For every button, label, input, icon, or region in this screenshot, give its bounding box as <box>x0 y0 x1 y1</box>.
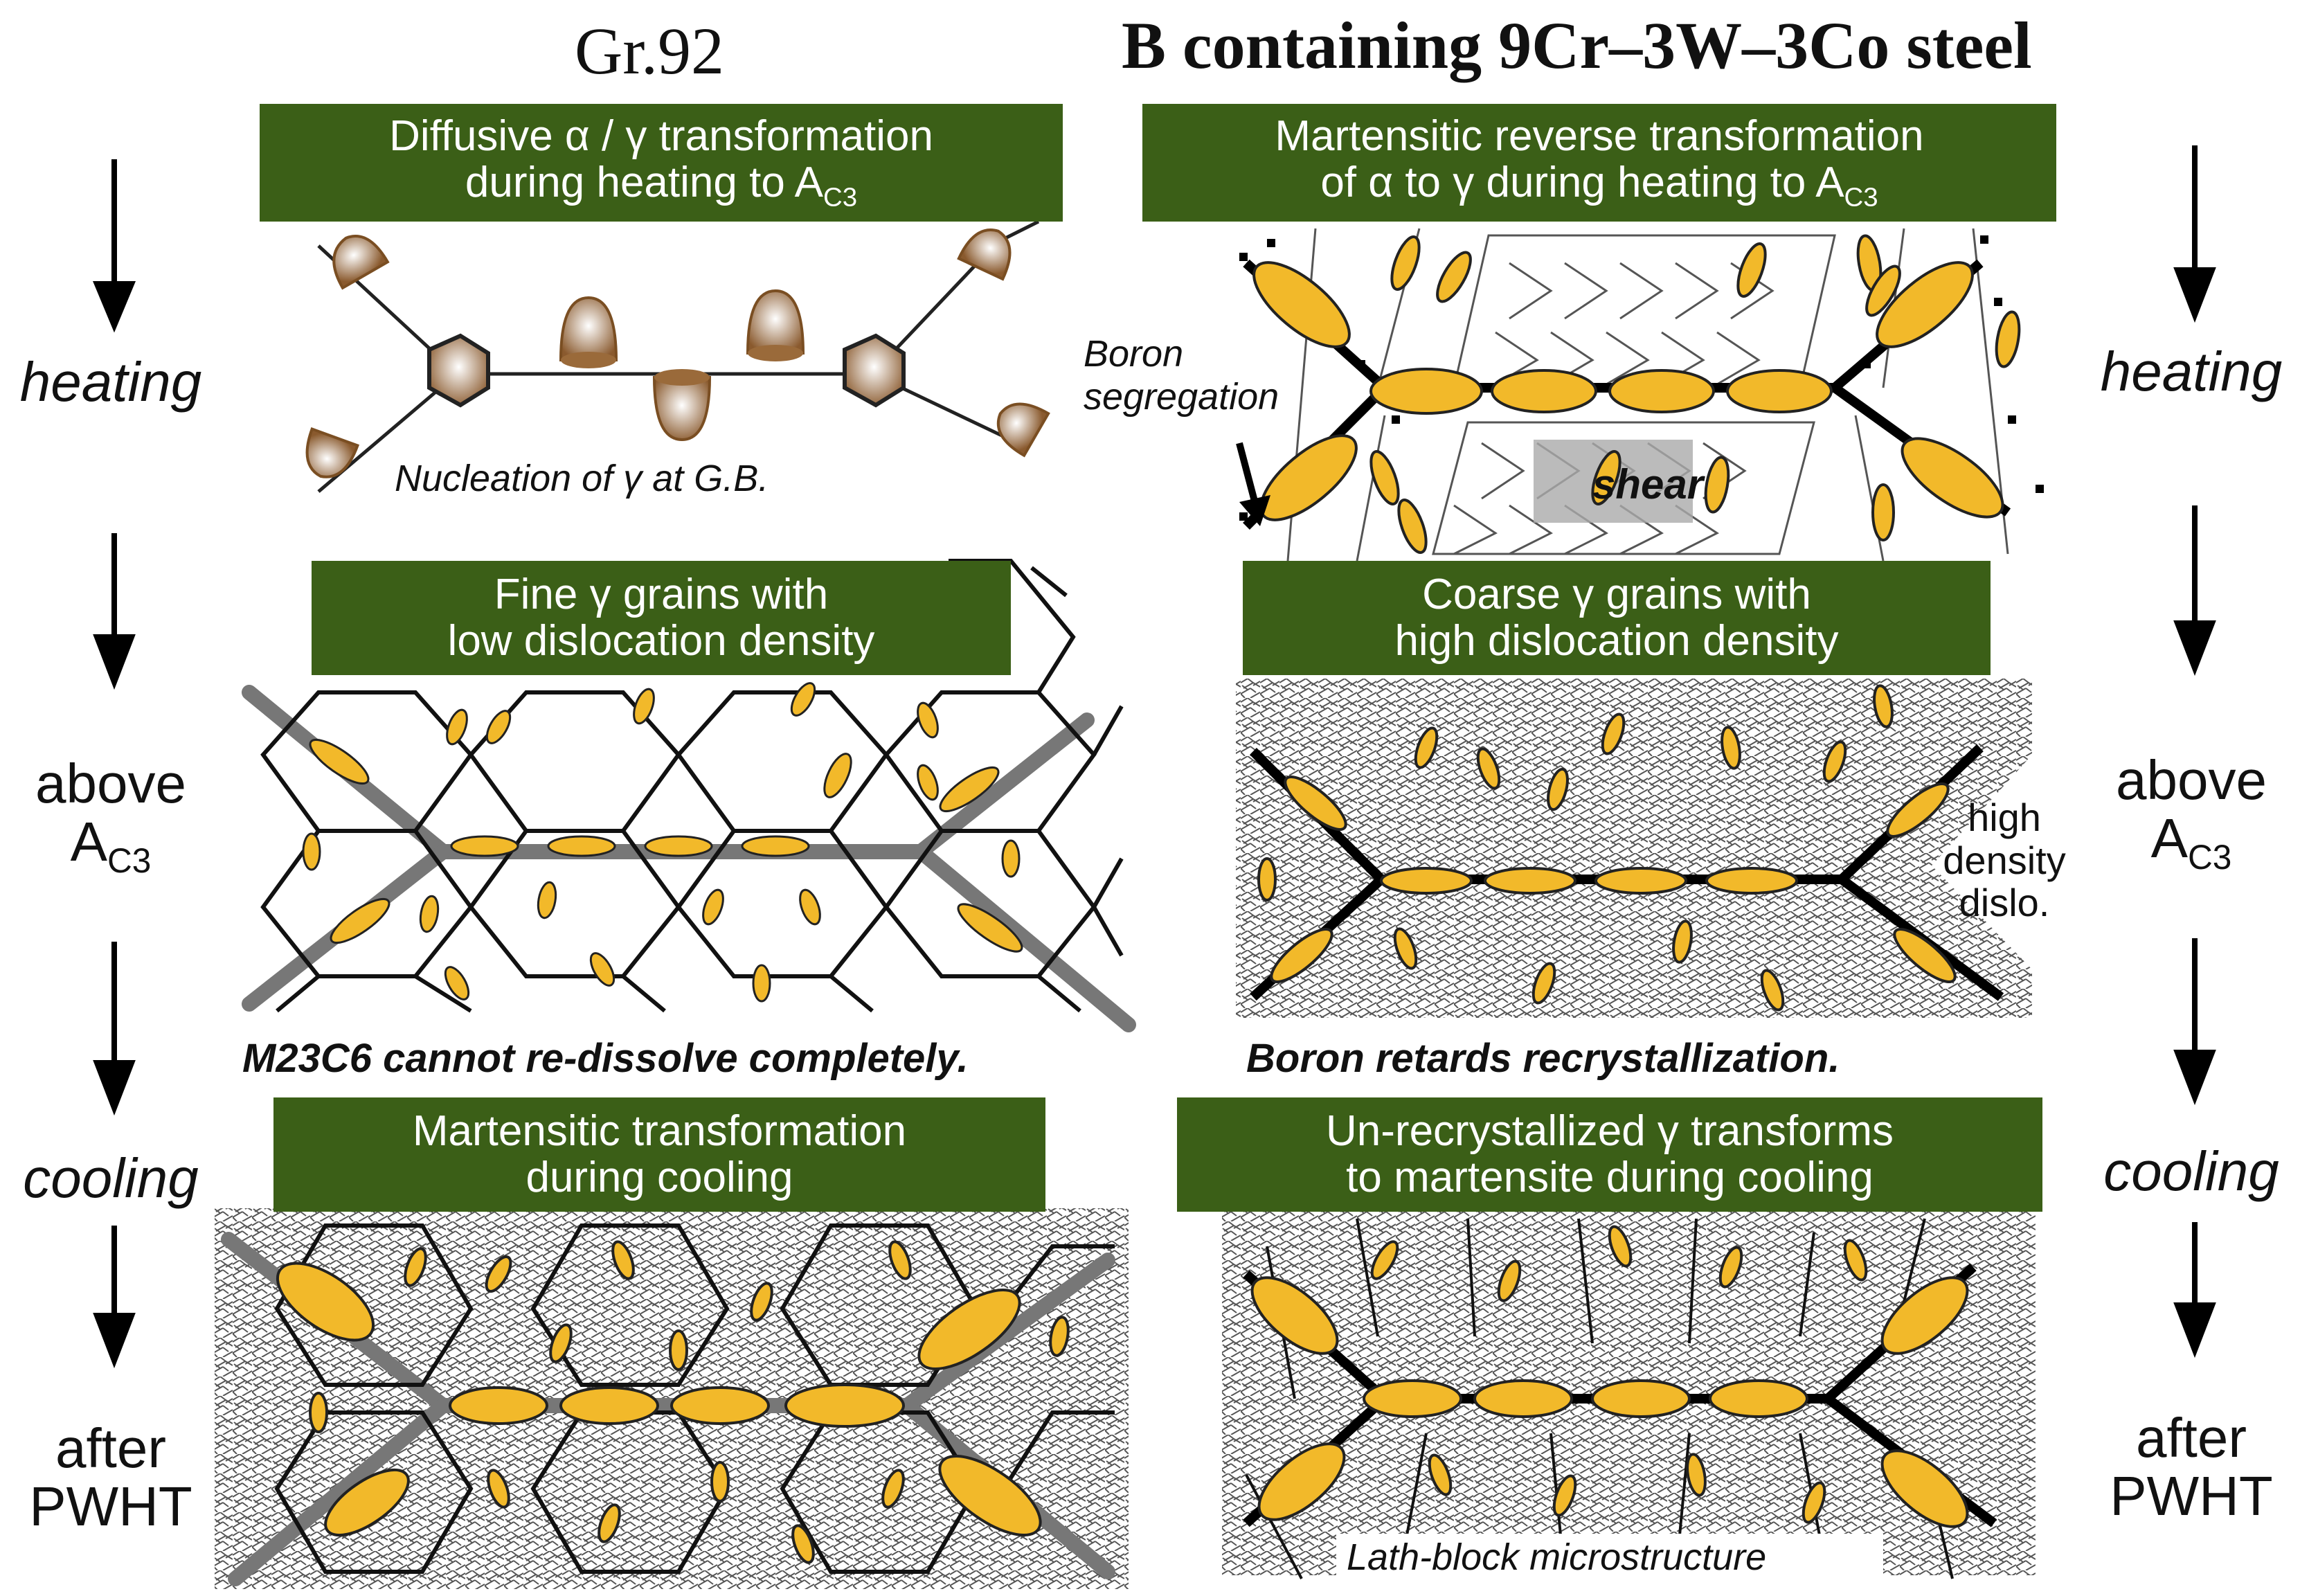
boron-segregation-label: Boron segregation <box>1084 333 1279 418</box>
shear-label: shear <box>1592 461 1704 508</box>
box-b-steel-heating: Martensitic reverse transformation of α … <box>1142 104 2056 222</box>
right-label-after-pwht: after PWHT <box>2110 1407 2273 1527</box>
notch-mask <box>2032 679 2060 1025</box>
box-b-steel-cooling: Un-recrystallized γ transforms to marten… <box>1177 1097 2042 1212</box>
box-b-steel-above-ac3: Coarse γ grains with high dislocation de… <box>1243 561 1991 675</box>
box-gr92-cooling: Martensitic transformation during coolin… <box>273 1097 1045 1212</box>
b-steel-after-pwht-sketch <box>1222 1208 2036 1589</box>
b-steel-coarse-grains-sketch <box>1236 679 2032 1018</box>
nucleation-label: Nucleation of γ at G.B. <box>395 458 769 499</box>
high-density-dislo-label: high density dislo. <box>1943 796 2066 925</box>
box-gr92-heating: Diffusive α / γ transformation during he… <box>260 104 1063 222</box>
title-gr92: Gr.92 <box>575 14 724 88</box>
gr92-fine-grains-sketch <box>242 559 1136 1032</box>
left-label-above-ac3: above AC3 <box>35 753 186 880</box>
right-label-above-ac3: above AC3 <box>2116 749 2267 877</box>
box-gr92-above-ac3: Fine γ grains with low dislocation densi… <box>312 561 1011 675</box>
left-label-after-pwht: after PWHT <box>29 1417 192 1537</box>
right-flow-arrows <box>2173 145 2216 1359</box>
right-label-cooling: cooling <box>2103 1140 2279 1202</box>
left-label-heating: heating <box>19 351 202 413</box>
title-b-steel: B containing 9Cr–3W–3Co steel <box>1122 8 2032 82</box>
boron-caption: Boron retards recrystallization. <box>1246 1036 1840 1081</box>
right-label-heating: heating <box>2100 341 2283 402</box>
lath-block-label: Lath-block microstructure <box>1347 1536 1767 1578</box>
m23c6-caption: M23C6 cannot re-dissolve completely. <box>242 1036 969 1081</box>
gr92-after-pwht-sketch <box>215 1208 1129 1589</box>
left-flow-arrows <box>93 159 136 1369</box>
gr92-nucleation-sketch <box>305 219 1050 493</box>
b-steel-shear-sketch <box>1232 228 2049 562</box>
left-label-cooling: cooling <box>23 1147 199 1209</box>
